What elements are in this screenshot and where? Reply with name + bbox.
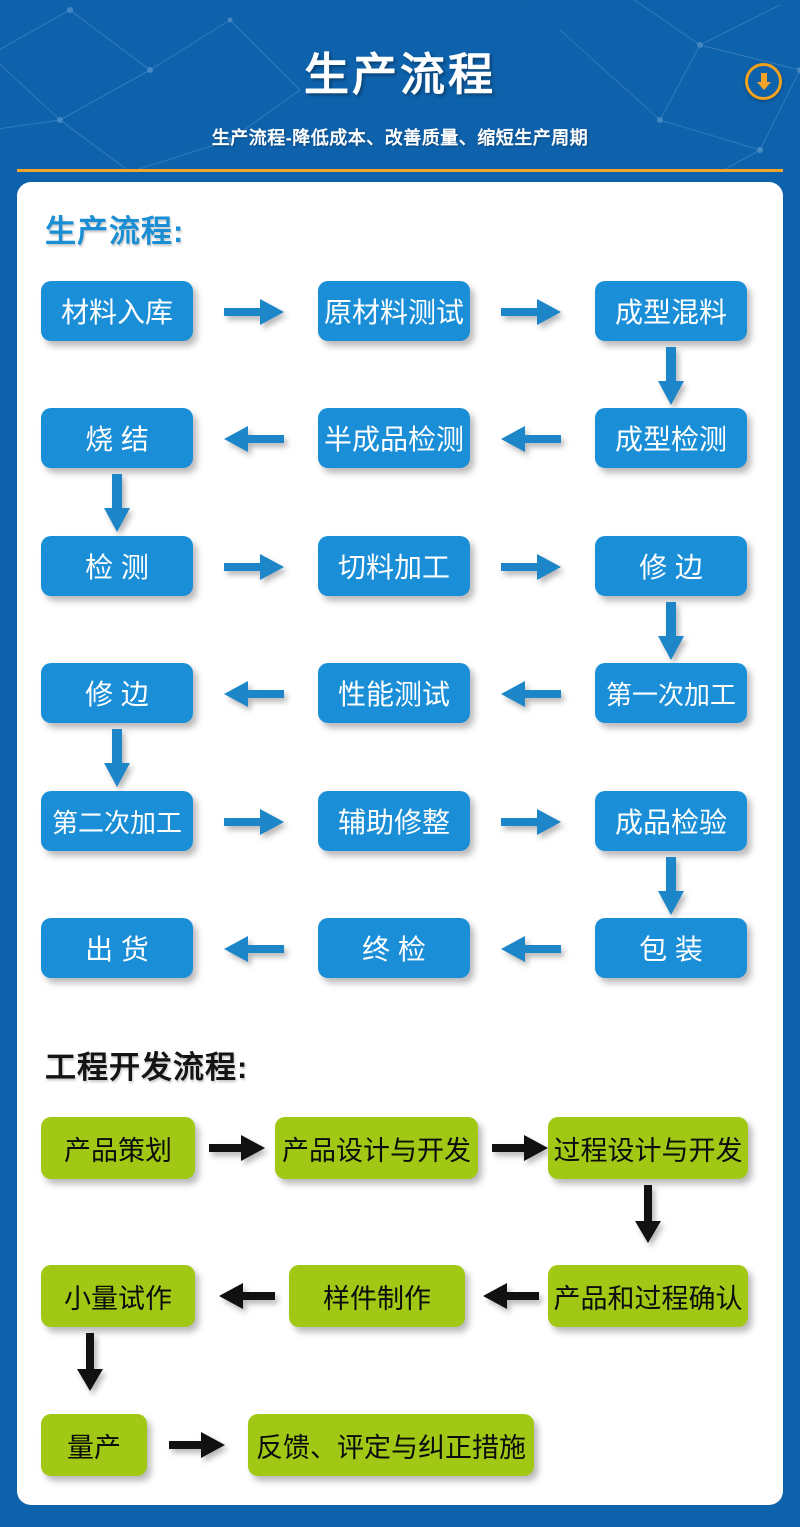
node-process-design-development[interactable]: 过程设计与开发	[548, 1117, 748, 1179]
page-title: 生产流程	[303, 49, 496, 100]
arrow-left-6	[224, 936, 284, 962]
arrow-right-green-1	[209, 1135, 265, 1161]
download-arrow-icon[interactable]	[745, 63, 782, 100]
arrow-right-3	[224, 554, 284, 580]
page-subtitle: 生产流程-降低成本、改善质量、缩短生产周期	[211, 128, 589, 148]
node-material-warehousing[interactable]: 材料入库	[41, 281, 193, 341]
arrow-down-5	[658, 857, 684, 915]
arrow-right-5	[224, 809, 284, 835]
node-final-check[interactable]: 终 检	[318, 918, 470, 978]
node-forming-inspection[interactable]: 成型检测	[595, 408, 747, 468]
arrow-right-green-2	[492, 1135, 548, 1161]
node-forming-mixing[interactable]: 成型混料	[595, 281, 747, 341]
node-shipment[interactable]: 出 货	[41, 918, 193, 978]
section-title-production: 生产流程:	[45, 214, 185, 249]
arrow-left-green-2	[219, 1283, 275, 1309]
node-first-machining[interactable]: 第一次加工	[595, 663, 747, 723]
node-product-design-development[interactable]: 产品设计与开发	[275, 1117, 478, 1179]
arrow-right-6	[501, 809, 561, 835]
arrow-left-3	[501, 681, 561, 707]
node-small-batch-trial[interactable]: 小量试作	[41, 1265, 195, 1327]
arrow-down-green-1	[635, 1185, 661, 1243]
arrow-right-2	[501, 299, 561, 325]
node-mass-production[interactable]: 量产	[41, 1414, 147, 1476]
arrow-down-3	[658, 602, 684, 660]
arrow-left-5	[501, 936, 561, 962]
node-packaging[interactable]: 包 装	[595, 918, 747, 978]
arrow-right-4	[501, 554, 561, 580]
node-product-process-validation[interactable]: 产品和过程确认	[548, 1265, 748, 1327]
node-second-machining[interactable]: 第二次加工	[41, 791, 193, 851]
node-sintering[interactable]: 烧 结	[41, 408, 193, 468]
node-feedback-assessment-corrective-action[interactable]: 反馈、评定与纠正措施	[248, 1414, 534, 1476]
node-raw-material-test[interactable]: 原材料测试	[318, 281, 470, 341]
arrow-left-4	[224, 681, 284, 707]
arrow-left-2	[224, 426, 284, 452]
arrow-right-1	[224, 299, 284, 325]
node-cutting-processing[interactable]: 切料加工	[318, 536, 470, 596]
node-final-product-inspection[interactable]: 成品检验	[595, 791, 747, 851]
node-trimming-2[interactable]: 修 边	[41, 663, 193, 723]
arrow-down-2	[104, 474, 130, 532]
page-header: 生产流程 生产流程-降低成本、改善质量、缩短生产周期	[0, 0, 800, 172]
arrow-down-4	[104, 729, 130, 787]
arrow-right-green-3	[169, 1432, 225, 1458]
arrow-left-1	[501, 426, 561, 452]
node-trimming-1[interactable]: 修 边	[595, 536, 747, 596]
node-performance-test[interactable]: 性能测试	[318, 663, 470, 723]
arrow-down-1	[658, 347, 684, 405]
node-product-planning[interactable]: 产品策划	[41, 1117, 195, 1179]
arrow-down-green-2	[77, 1333, 103, 1391]
node-sample-production[interactable]: 样件制作	[289, 1265, 465, 1327]
header-divider-rule	[17, 169, 783, 172]
content-card: 生产流程: 材料入库 原材料测试 成型混料 成型检测 半成品检测 烧 结 检 测…	[17, 182, 783, 1505]
node-inspection[interactable]: 检 测	[41, 536, 193, 596]
arrow-left-green-1	[483, 1283, 539, 1309]
network-background-decoration	[0, 0, 800, 172]
section-title-engineering: 工程开发流程:	[45, 1050, 249, 1085]
node-auxiliary-finishing[interactable]: 辅助修整	[318, 791, 470, 851]
node-semi-finished-inspection[interactable]: 半成品检测	[318, 408, 470, 468]
